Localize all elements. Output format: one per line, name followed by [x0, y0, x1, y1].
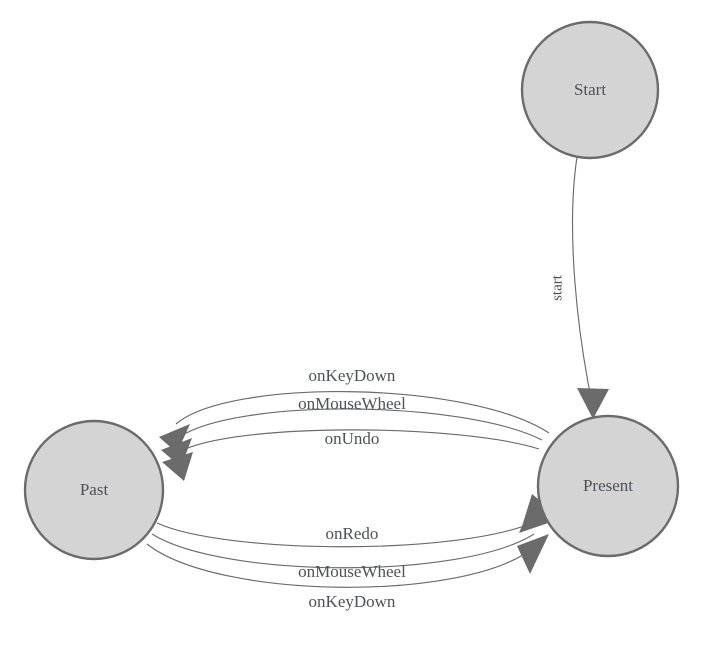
- edge-label-present-past-onmousewheel: onMouseWheel: [298, 394, 406, 413]
- edge-past-to-present-onkeydown-arrowhead: [517, 534, 549, 574]
- edge-label-present-past-onkeydown: onKeyDown: [309, 366, 396, 385]
- edge-present-to-past-onundo-path: [178, 429, 540, 453]
- edge-present-to-past-onmousewheel[interactable]: [161, 408, 543, 467]
- node-present[interactable]: Present: [536, 414, 680, 558]
- edge-start-to-present[interactable]: [572, 156, 609, 419]
- edge-present-to-past-onkeydown-path: [175, 391, 550, 434]
- edge-start-to-present-arrowhead: [577, 388, 609, 419]
- edge-past-to-present-onmousewheel-arrowhead: [519, 504, 551, 533]
- edge-label-past-present-onkeydown: onKeyDown: [309, 592, 396, 611]
- edge-present-to-past-onmousewheel-path: [177, 408, 543, 441]
- edge-present-to-past-onmousewheel-arrowhead: [161, 438, 192, 467]
- node-present-circle: [536, 414, 680, 558]
- node-start-circle: [520, 20, 660, 160]
- edge-label-start: start: [549, 274, 565, 301]
- node-present-label: Present: [583, 476, 633, 495]
- edge-present-to-past-onkeydown-arrowhead: [159, 424, 190, 453]
- edge-present-to-past-onundo[interactable]: [162, 429, 540, 481]
- node-past-label: Past: [80, 480, 109, 499]
- node-start-label: Start: [574, 80, 606, 99]
- edge-past-to-present-onkeydown[interactable]: [146, 534, 549, 588]
- node-start[interactable]: Start: [520, 20, 660, 160]
- edge-start-to-present-path: [572, 156, 593, 404]
- edge-past-to-present-onmousewheel[interactable]: [151, 504, 551, 569]
- node-past[interactable]: Past: [23, 419, 165, 561]
- edge-label-past-present-onredo: onRedo: [326, 524, 379, 543]
- edge-past-to-present-onkeydown-path: [146, 543, 534, 588]
- edge-past-to-present-onmousewheel-path: [151, 533, 535, 569]
- node-past-circle: [23, 419, 165, 561]
- edge-present-to-past-onkeydown[interactable]: [159, 391, 550, 453]
- edge-present-to-past-onundo-arrowhead: [162, 452, 193, 481]
- edge-label-past-present-onmousewheel: onMouseWheel: [298, 562, 406, 581]
- edge-label-present-past-onundo: onUndo: [325, 429, 380, 448]
- edge-past-to-present-onredo-path: [156, 520, 538, 548]
